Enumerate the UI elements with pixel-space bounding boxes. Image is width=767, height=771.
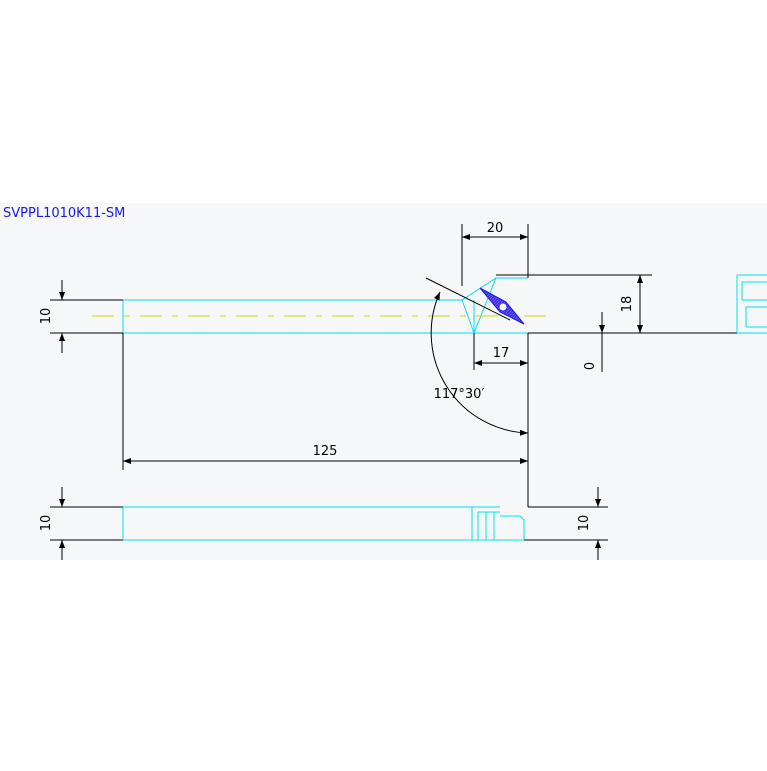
dimension-lines	[50, 224, 740, 560]
dim-tip-offset: 17	[493, 346, 510, 361]
drawing-title: SVPPL1010K11-SM	[3, 206, 125, 221]
side-head-detail	[471, 506, 525, 540]
end-view	[736, 274, 767, 334]
dim-approach-angle: 117°30′	[434, 387, 485, 402]
dim-shank-height-bottom-right: 10	[577, 515, 592, 532]
dim-shank-height-bottom-left: 10	[39, 515, 54, 532]
dim-tip-height: 18	[620, 296, 635, 313]
dim-zero-offset: 0	[583, 362, 598, 370]
dimension-texts: 10 20 18 17 0 117°30′ 125 10 10	[39, 221, 635, 531]
shank-outline-side-view	[122, 506, 524, 541]
side-view	[122, 506, 525, 541]
dim-shank-height-top: 10	[39, 308, 54, 325]
drawing-paper-band	[0, 203, 767, 560]
dim-head-width: 20	[487, 221, 504, 236]
dim-overall-length: 125	[313, 444, 338, 459]
